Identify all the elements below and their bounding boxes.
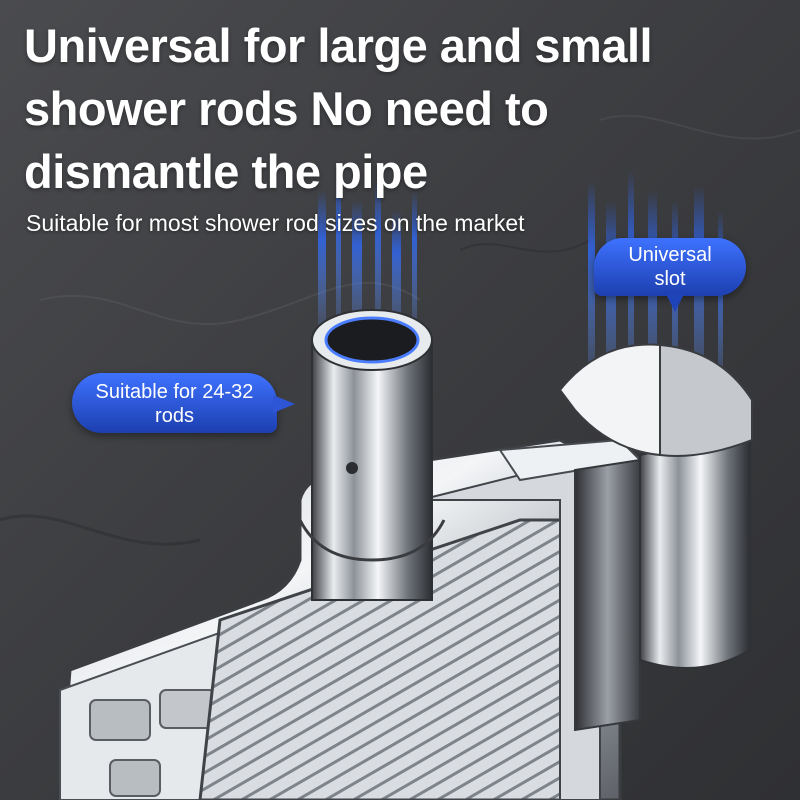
universal-slot-callout: Universal slot: [594, 238, 746, 312]
headline-line-1: Universal for large and small: [24, 19, 653, 72]
headline-line-3: dismantle the pipe: [24, 145, 428, 198]
universal-slot-callout-line-1: Universal: [628, 244, 712, 266]
universal-slot-callout-line-2: slot: [654, 268, 686, 290]
rod-size-callout: Suitable for 24-32 rods: [72, 373, 295, 433]
subheadline: Suitable for most shower rod sizes on th…: [26, 210, 525, 236]
rod-size-callout-line-2: rods: [155, 405, 194, 427]
rod-size-callout-line-1: Suitable for 24-32: [95, 381, 254, 403]
headline: Universal for large and small shower rod…: [24, 14, 764, 203]
headline-line-2: shower rods No need to: [24, 82, 549, 135]
